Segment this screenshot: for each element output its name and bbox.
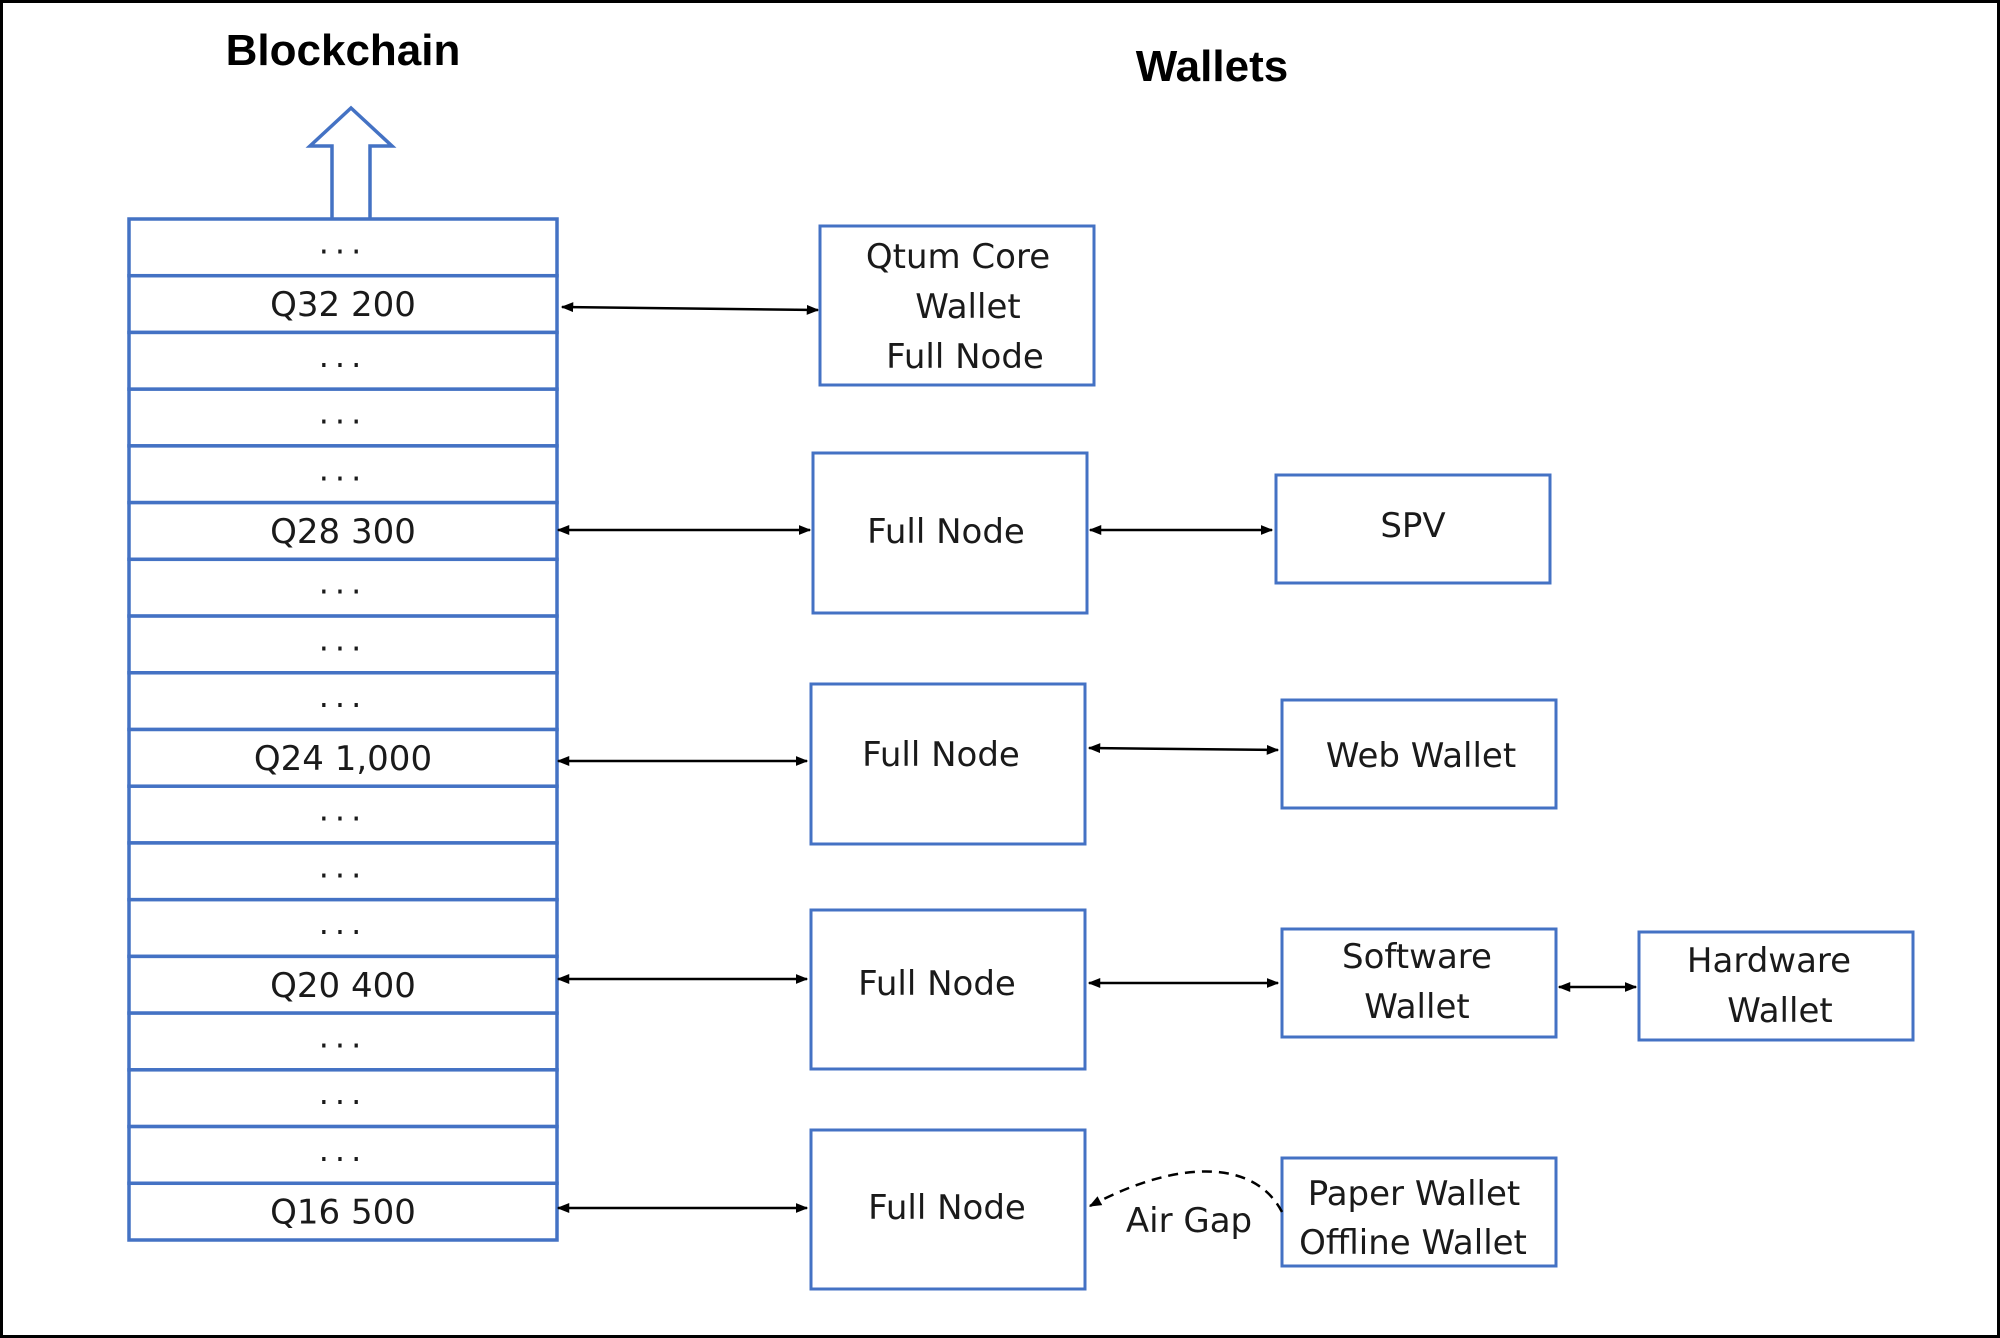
full-node-2-label: Full Node [862,735,1020,775]
chain-block-cell [127,614,559,675]
paper-wallet-box: Paper Wallet Offline Wallet [1280,1156,1558,1268]
chain-ellipsis: ... [319,1131,368,1169]
chain-growth-arrow [305,105,397,219]
spv-box: SPV [1274,473,1552,585]
hardware-wallet-line-2: Wallet [1727,991,1832,1031]
web-wallet-box: Web Wallet [1280,698,1558,810]
chain-ellipsis: ... [319,450,368,488]
air-gap-label: Air Gap [1126,1201,1252,1241]
full-node-box-1: Full Node [811,451,1089,615]
arrow-full-node-web-wallet [1087,743,1280,755]
chain-block-cell [127,954,559,1015]
software-wallet-line-2: Wallet [1364,987,1469,1027]
web-wallet-label: Web Wallet [1326,736,1516,776]
chain-block-label: Q16 500 [270,1193,416,1233]
full-node-box-2: Full Node [809,682,1087,846]
hardware-wallet-box: Hardware Wallet [1637,930,1915,1042]
qtum-core-line-1: Qtum Core [866,237,1050,277]
chain-block-cell [127,557,559,618]
hardware-wallet-line-1: Hardware [1687,941,1851,981]
chain-block-label: Q20 400 [270,966,416,1006]
chain-block-label: Q28 300 [270,512,416,552]
paper-wallet-line-2: Offline Wallet [1299,1223,1527,1263]
chain-ellipsis: ... [319,1074,368,1112]
chain-ellipsis: ... [319,904,368,942]
paper-wallet-line-1: Paper Wallet [1308,1174,1521,1214]
chain-block-cell [127,500,559,562]
software-wallet-line-1: Software [1342,937,1492,977]
full-node-3-label: Full Node [858,964,1016,1004]
chain-ellipsis: ... [319,337,368,375]
chain-block-cell [127,1181,559,1242]
blockchain-column: ... Q32 200......... Q28 300......... Q24 1… [127,217,559,1242]
chain-ellipsis: ... [319,791,368,829]
arrow-chain-qtum-core [560,302,820,315]
software-wallet-box: Software Wallet [1280,927,1558,1039]
chain-block-cell [127,387,559,448]
chain-block-cell [127,1124,559,1186]
chain-block-cell [127,1011,559,1072]
chain-ellipsis: ... [319,1017,368,1055]
full-node-box-3: Full Node [809,908,1087,1071]
chain-block-label: Q24 1,000 [254,739,432,779]
qtum-core-wallet-box: Qtum Core Wallet Full Node [818,224,1096,387]
chain-ellipsis: ... [319,677,368,715]
chain-block-cell [127,784,559,845]
spv-label: SPV [1380,506,1445,546]
chain-ellipsis: ... [319,847,368,885]
qtum-core-line-3: Full Node [886,337,1044,377]
full-node-1-label: Full Node [867,512,1025,552]
chain-block-cell [127,841,559,902]
qtum-core-line-2: Wallet [915,287,1020,327]
air-gap-arrow [1088,1170,1284,1213]
chain-ellipsis: ... [319,620,368,658]
chain-ellipsis: ... [319,223,368,261]
chain-block-cell [127,330,559,391]
chain-ellipsis: ... [319,564,368,602]
chain-block-label: Q32 200 [270,285,416,325]
full-node-box-4: Full Node [809,1128,1087,1291]
full-node-4-label: Full Node [868,1188,1026,1228]
chain-block-cell [127,1068,559,1129]
blockchain-title: Blockchain [226,26,461,75]
wallets-title: Wallets [1136,42,1288,91]
chain-block-cell [127,671,559,732]
chain-ellipsis: ... [319,394,368,432]
